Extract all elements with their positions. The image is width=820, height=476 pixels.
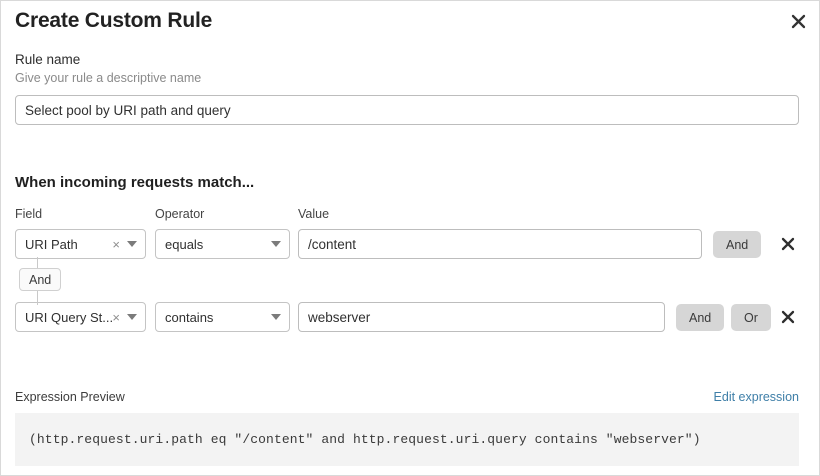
chevron-down-icon: [127, 314, 137, 320]
operator-select-row-2[interactable]: contains: [155, 302, 290, 332]
rule-name-input[interactable]: [15, 95, 799, 125]
clear-icon[interactable]: ×: [112, 309, 120, 325]
condition-column-labels: Field Operator Value: [15, 207, 805, 223]
clear-icon[interactable]: ×: [112, 236, 120, 252]
chevron-down-icon: [271, 314, 281, 320]
close-icon[interactable]: [785, 8, 811, 34]
expression-preview-title: Expression Preview: [15, 390, 125, 404]
operator-select-row-1[interactable]: equals: [155, 229, 290, 259]
row-connector: And: [19, 257, 79, 305]
column-label-operator: Operator: [155, 207, 205, 221]
operator-select-value-row-2: contains: [165, 309, 214, 325]
rule-name-section: Rule name Give your rule a descriptive n…: [15, 52, 799, 125]
chevron-down-icon: [127, 241, 137, 247]
expression-preview-box: (http.request.uri.path eq "/content" and…: [15, 413, 799, 466]
field-select-value-row-2: URI Query St...: [25, 309, 113, 325]
connector-and-badge[interactable]: And: [19, 268, 62, 291]
and-button-row-2[interactable]: And: [676, 304, 725, 331]
field-select-row-1[interactable]: URI Path ×: [15, 229, 146, 259]
column-label-value: Value: [298, 207, 330, 221]
rule-name-hint: Give your rule a descriptive name: [15, 71, 202, 85]
and-button-row-1[interactable]: And: [713, 231, 762, 258]
remove-icon[interactable]: [775, 230, 801, 258]
value-input-row-2[interactable]: [298, 302, 665, 332]
condition-rows: URI Path × equals And URI Query St... ×: [15, 229, 805, 332]
dialog-title: Create Custom Rule: [15, 9, 213, 32]
remove-icon[interactable]: [775, 303, 801, 331]
edit-expression-link[interactable]: Edit expression: [713, 390, 799, 404]
column-label-field: Field: [15, 207, 43, 221]
condition-row: URI Query St... × contains And Or: [15, 302, 805, 332]
expression-preview-header: Expression Preview Edit expression: [15, 390, 799, 404]
match-section-heading: When incoming requests match...: [15, 174, 255, 191]
chevron-down-icon: [271, 241, 281, 247]
or-button-row-2[interactable]: Or: [731, 304, 771, 331]
operator-select-value-row-1: equals: [165, 236, 204, 252]
rule-name-label: Rule name: [15, 52, 81, 67]
condition-row: URI Path × equals And: [15, 229, 805, 259]
expression-preview-text: (http.request.uri.path eq "/content" and…: [29, 432, 701, 447]
field-select-row-2[interactable]: URI Query St... ×: [15, 302, 146, 332]
value-input-row-1[interactable]: [298, 229, 702, 259]
field-select-value-row-1: URI Path: [25, 236, 78, 252]
